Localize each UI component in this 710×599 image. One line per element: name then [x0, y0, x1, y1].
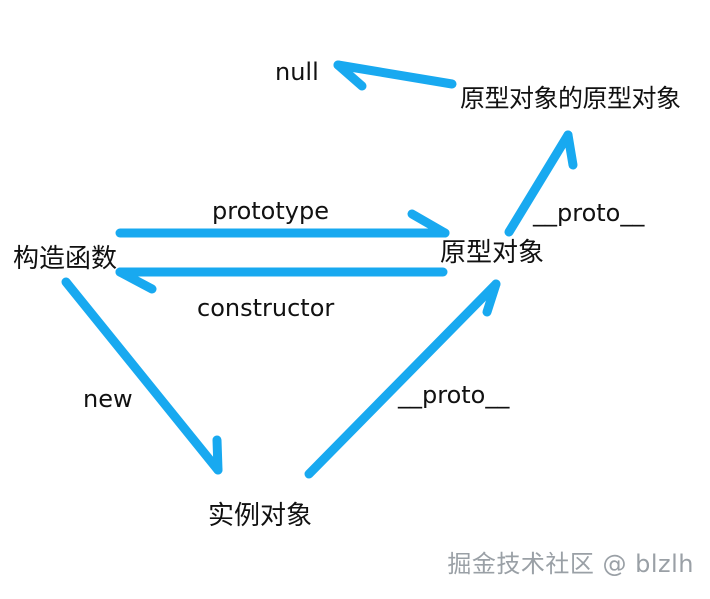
constructor-arrow [115, 267, 448, 294]
new-edge-label: new [83, 385, 133, 413]
instance-proto-edge-label: __proto__ [398, 381, 510, 409]
null-arrow [333, 60, 457, 91]
prototype-of-prototype-node: 原型对象的原型对象 [460, 84, 681, 113]
new-arrow [61, 277, 223, 475]
prototype-edge-label: prototype [212, 197, 329, 225]
null-label: null [275, 58, 319, 86]
constructor-function-node: 构造函数 [13, 244, 118, 274]
watermark: 掘金技术社区 @ blzlh [447, 550, 694, 578]
prototype-arrow [115, 209, 450, 238]
prototype-object-node: 原型对象 [440, 238, 545, 268]
prototype-proto-edge-label: __proto__ [533, 199, 645, 227]
constructor-edge-label: constructor [197, 294, 335, 322]
instance-proto-arrow [304, 279, 501, 479]
instance-object-node: 实例对象 [208, 501, 313, 531]
prototype-proto-arrow [504, 130, 578, 237]
